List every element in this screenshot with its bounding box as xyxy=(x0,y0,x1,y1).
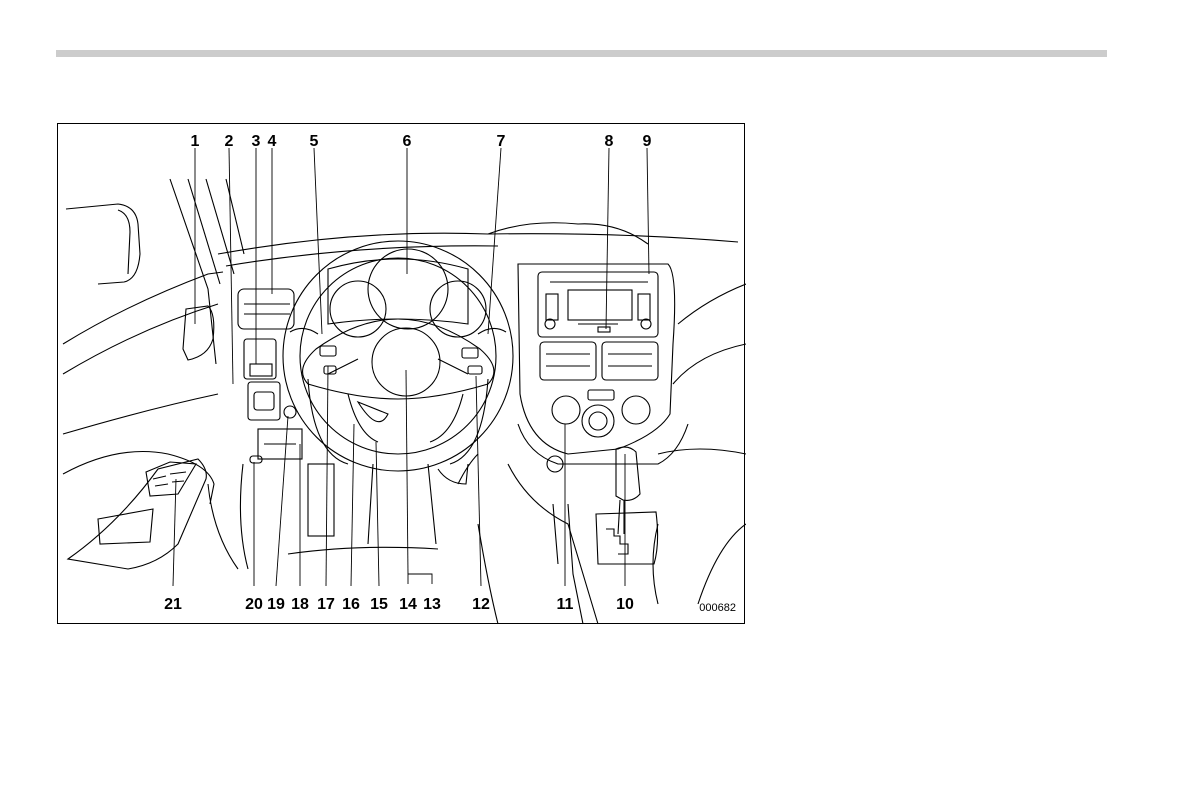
callout-8: 8 xyxy=(605,134,614,150)
leader-13 xyxy=(408,574,432,584)
header-rule xyxy=(56,50,1107,57)
leader-19 xyxy=(276,416,288,586)
left-air-vent xyxy=(238,289,294,329)
figure-code: 000682 xyxy=(699,602,736,614)
climate-knob-right xyxy=(622,396,650,424)
callout-2: 2 xyxy=(225,134,234,150)
shift-lever xyxy=(616,447,640,500)
callout-16: 16 xyxy=(342,597,360,613)
callout-12: 12 xyxy=(472,597,490,613)
dashboard-line-art xyxy=(58,124,746,625)
leader-16 xyxy=(351,424,354,586)
callout-6: 6 xyxy=(403,134,412,150)
leader-21 xyxy=(173,479,176,586)
dashboard-diagram-frame: 1 2 3 4 5 6 7 8 9 21 20 19 18 17 16 15 1… xyxy=(57,123,745,624)
callout-5: 5 xyxy=(310,134,319,150)
leader-15 xyxy=(376,442,379,586)
door-armrest xyxy=(68,459,206,569)
callout-17: 17 xyxy=(317,597,335,613)
leader-7 xyxy=(488,148,501,334)
hazard-switch xyxy=(588,390,614,400)
leader-14 xyxy=(406,370,408,574)
callout-10: 10 xyxy=(616,597,634,613)
callout-20: 20 xyxy=(245,597,263,613)
climate-knob-center xyxy=(582,405,614,437)
callout-15: 15 xyxy=(370,597,388,613)
leader-5 xyxy=(314,148,322,334)
center-vent-left xyxy=(540,342,596,380)
callout-7: 7 xyxy=(497,134,506,150)
leader-2 xyxy=(229,148,233,384)
instrument-cluster xyxy=(328,259,468,324)
climate-knob-left xyxy=(552,396,580,424)
callout-4: 4 xyxy=(268,134,277,150)
leader-8 xyxy=(606,148,609,329)
callout-11: 11 xyxy=(557,597,574,613)
pedal xyxy=(308,464,334,536)
center-vent-right xyxy=(602,342,658,380)
callout-19: 19 xyxy=(267,597,285,613)
leader-9 xyxy=(647,148,649,274)
callout-14: 14 xyxy=(399,597,417,613)
callout-1: 1 xyxy=(191,134,200,150)
callout-18: 18 xyxy=(291,597,309,613)
leader-12 xyxy=(476,376,481,586)
callout-9: 9 xyxy=(643,134,652,150)
callout-3: 3 xyxy=(252,134,261,150)
callout-13: 13 xyxy=(423,597,441,613)
leader-17 xyxy=(326,366,328,586)
callout-21: 21 xyxy=(164,597,182,613)
